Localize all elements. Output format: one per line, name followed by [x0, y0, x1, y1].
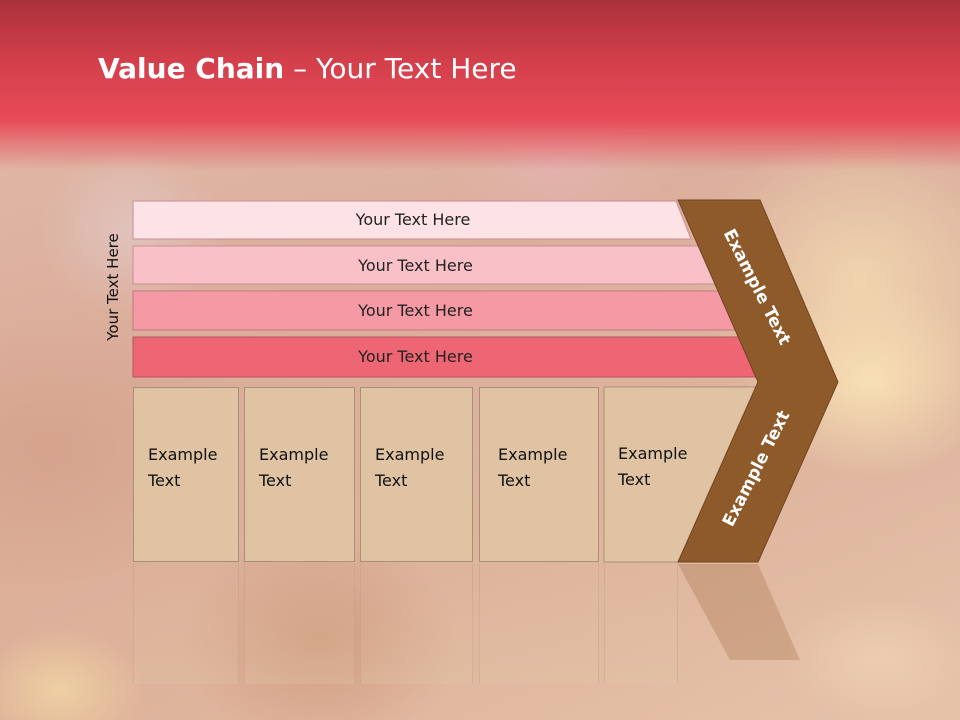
chevron-reflection	[678, 564, 800, 660]
row-4-label: Your Text Here	[358, 346, 473, 366]
column-2-line1: Example	[259, 445, 329, 464]
column-4-line2: Text	[498, 471, 531, 490]
column-5-line1: Example	[618, 444, 688, 463]
column-1-line1: Example	[148, 445, 218, 464]
chevron-arrow	[677, 199, 839, 563]
title-rest-part: – Your Text Here	[284, 52, 517, 85]
row-1[interactable]: Your Text Here	[133, 200, 693, 238]
column-5-reflection	[604, 564, 678, 684]
row-2-label: Your Text Here	[358, 255, 473, 275]
slide-title[interactable]: Value Chain – Your Text Here	[98, 52, 517, 85]
row-2[interactable]: Your Text Here	[133, 246, 698, 284]
column-3-line2: Text	[375, 471, 408, 490]
row-shape-1	[132, 200, 692, 240]
column-4[interactable]: Example Text	[479, 387, 599, 562]
row-4[interactable]: Your Text Here	[133, 337, 698, 375]
column-4-line1: Example	[498, 445, 568, 464]
column-5-line2: Text	[618, 470, 651, 489]
column-2-reflection	[244, 564, 355, 684]
row-3[interactable]: Your Text Here	[133, 291, 698, 329]
row-3-label: Your Text Here	[358, 300, 473, 320]
column-1-reflection	[133, 564, 239, 684]
column-3[interactable]: Example Text	[360, 387, 473, 562]
title-bold-part: Value Chain	[98, 52, 285, 85]
column-3-line1: Example	[375, 445, 445, 464]
column-3-reflection	[360, 564, 473, 684]
column-1-line2: Text	[148, 471, 181, 490]
row-1-label: Your Text Here	[355, 209, 471, 229]
column-2-line2: Text	[259, 471, 292, 490]
column-1[interactable]: Example Text	[133, 387, 239, 562]
title-banner	[0, 0, 960, 170]
column-4-reflection	[479, 564, 599, 684]
column-5[interactable]: Example Text	[604, 387, 714, 562]
column-2[interactable]: Example Text	[244, 387, 355, 562]
